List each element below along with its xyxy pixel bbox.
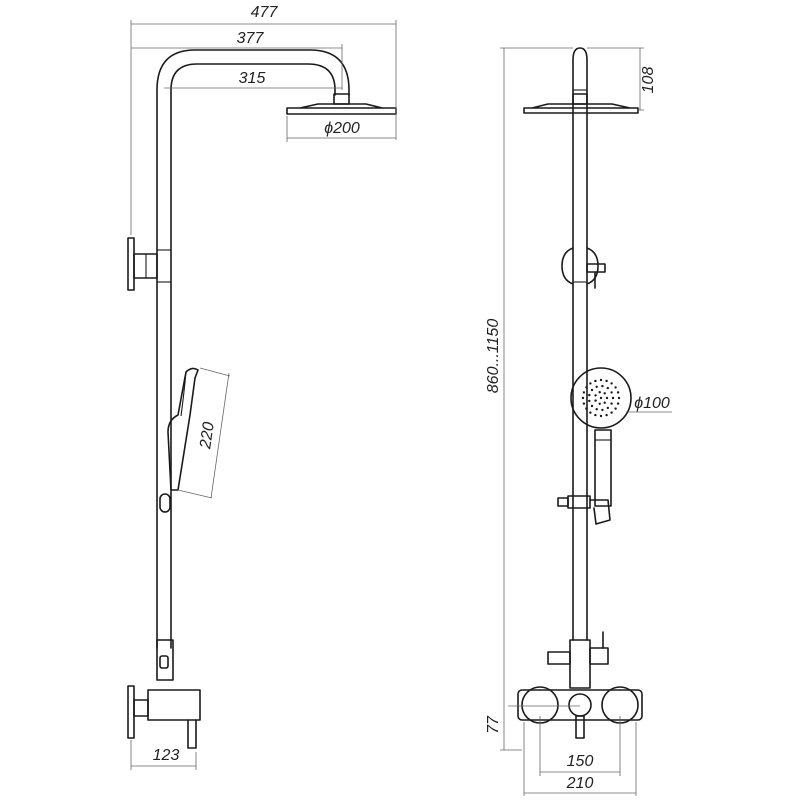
side-inlet [133, 699, 149, 717]
nozzle-hole [614, 386, 617, 389]
dim-head-height: 108 [640, 67, 657, 94]
dim-height-range: 860...1150 [485, 319, 502, 394]
nozzle-hole [598, 391, 601, 394]
side-slide-holder [159, 493, 171, 513]
front-hand-shower-head [570, 367, 632, 429]
nozzle-hole [610, 402, 613, 405]
dim-mixer-width: 210 [566, 775, 594, 792]
dim-hand-shower-diameter: ϕ100 [634, 395, 670, 412]
front-diverter-outlet [547, 651, 571, 665]
nozzle-hole [599, 396, 603, 400]
front-mixer-cartridge [568, 693, 592, 717]
nozzle-hole [603, 401, 606, 404]
nozzle-hole [599, 414, 603, 418]
front-dimensions: 108 860...1150 ϕ100 77 150 210 [485, 47, 672, 796]
nozzle-hole [606, 386, 609, 390]
dim-wall-offset: 123 [153, 747, 180, 764]
side-shower-head [286, 103, 397, 115]
side-riser-pipe [156, 49, 350, 649]
nozzle-hole [590, 404, 594, 408]
nozzle-hole [588, 399, 591, 403]
nozzle-hole [589, 411, 592, 414]
nozzle-hole [601, 408, 604, 412]
nozzle-hole [582, 391, 586, 394]
dim-mixer-height: 77 [485, 715, 502, 734]
nozzle-hole [616, 391, 620, 394]
side-view [127, 49, 397, 749]
front-riser-pipe [572, 47, 588, 641]
side-dimensions: 477 377 315 ϕ200 220 123 [130, 4, 397, 770]
nozzle-hole [616, 402, 620, 405]
dim-head-diameter: ϕ200 [324, 120, 360, 137]
nozzle-hole [599, 378, 603, 382]
nozzle-hole [611, 396, 615, 400]
nozzle-hole [606, 406, 609, 410]
front-bracket-clamp [586, 263, 606, 273]
side-hand-shower-face [180, 371, 187, 417]
nozzle-hole [594, 394, 597, 397]
front-holder-cradle [589, 499, 611, 525]
nozzle-hole [582, 402, 586, 405]
nozzle-hole [581, 396, 585, 400]
nozzle-hole [605, 413, 608, 417]
dim-overall-width: 477 [251, 4, 279, 21]
front-diverter-knob [589, 647, 609, 665]
nozzle-hole [585, 386, 588, 389]
nozzle-hole [594, 399, 597, 402]
side-wall-plate-bottom [127, 685, 135, 739]
nozzle-hole [610, 391, 613, 394]
dim-arm-reach: 377 [237, 30, 265, 47]
front-shower-head [523, 103, 639, 114]
nozzle-hole [603, 392, 606, 395]
nozzle-hole [595, 385, 598, 388]
nozzle-hole [590, 388, 594, 392]
dim-inlet-spacing: 150 [567, 753, 594, 770]
dim-hand-shower-length: 220 [197, 421, 218, 451]
nozzle-hole [594, 413, 597, 417]
side-wall-plate [127, 237, 135, 291]
front-mixer-body [517, 689, 643, 721]
front-slide-knob [557, 497, 569, 507]
nozzle-hole [601, 384, 604, 388]
side-diverter [156, 639, 174, 681]
nozzle-hole [585, 407, 588, 410]
front-wall-bracket [561, 247, 599, 285]
nozzle-hole [588, 393, 591, 397]
nozzle-hole [610, 411, 613, 414]
front-view [517, 47, 643, 739]
nozzle-hole [589, 382, 592, 385]
side-diverter-knob [159, 655, 169, 669]
dim-arm-length: 315 [239, 70, 266, 87]
side-lever [187, 719, 197, 749]
front-diverter-block [569, 639, 591, 689]
nozzle-hole [617, 396, 621, 400]
front-mixer-lever [575, 715, 585, 739]
nozzle-hole [598, 402, 601, 405]
side-hand-shower [167, 367, 199, 491]
front-hand-shower-handle [594, 429, 612, 507]
nozzle-hole [610, 382, 613, 385]
hand-shower-nozzles [581, 378, 621, 418]
nozzle-hole [595, 408, 598, 411]
nozzle-hole [605, 379, 608, 383]
front-head-connector [572, 93, 588, 105]
nozzle-hole [605, 396, 609, 400]
side-head-connector [333, 93, 350, 105]
nozzle-hole [594, 379, 597, 383]
nozzle-hole [614, 407, 617, 410]
side-mixer-body [147, 689, 201, 721]
